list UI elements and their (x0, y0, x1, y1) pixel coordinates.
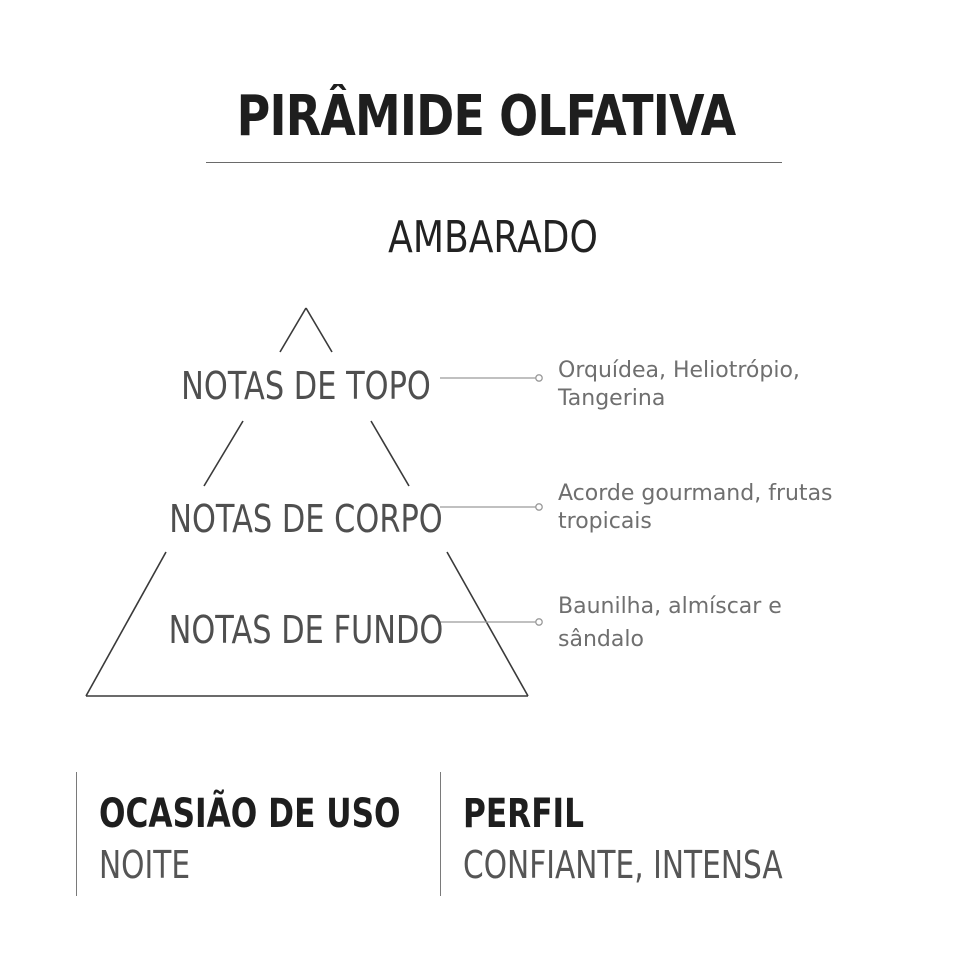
profile-title: PERFIL (463, 791, 585, 837)
notes-fundo-line-1: Baunilha, almíscar e (558, 594, 782, 619)
connector-dot-topo (535, 374, 543, 382)
notes-topo: Orquídea, Heliotrópio, Tangerina (558, 357, 938, 413)
layer-label-topo: NOTAS DE TOPO (181, 364, 431, 408)
occasion-title: OCASIÃO DE USO (99, 791, 401, 837)
connector-dot-fundo (535, 618, 543, 626)
fragrance-family: AMBARADO (388, 212, 598, 263)
note-connectors (440, 374, 543, 626)
profile-value: CONFIANTE, INTENSA (463, 843, 783, 887)
notes-fundo-line-2: sândalo (558, 627, 644, 652)
pyramid-edge-left-top (279, 307, 307, 353)
layer-label-fundo: NOTAS DE FUNDO (168, 608, 444, 652)
pyramid-edge-right-middle (370, 420, 410, 487)
occasion-divider (76, 772, 77, 896)
pyramid-edge-left-bottom (85, 551, 167, 697)
notes-corpo: Acorde gourmand, frutas tropicais (558, 480, 938, 536)
notes-corpo-line-1: Acorde gourmand, frutas (558, 481, 833, 506)
pyramid-edge-right-top (305, 307, 333, 353)
pyramid-edge-right-bottom (446, 551, 529, 697)
layer-label-corpo: NOTAS DE CORPO (169, 497, 443, 541)
notes-topo-line-2: Tangerina (558, 386, 666, 411)
notes-topo-line-1: Orquídea, Heliotrópio, (558, 358, 800, 383)
page-title: PIRÂMIDE OLFATIVA (236, 84, 737, 149)
pyramid-edge-left-middle (203, 420, 244, 487)
profile-divider (440, 772, 441, 896)
connector-dot-corpo (535, 503, 543, 511)
occasion-value: NOITE (99, 843, 191, 887)
title-underline (206, 162, 782, 163)
notes-fundo: Baunilha, almíscar e sândalo (558, 590, 938, 656)
pyramid-outline (85, 307, 529, 697)
notes-corpo-line-2: tropicais (558, 509, 652, 534)
